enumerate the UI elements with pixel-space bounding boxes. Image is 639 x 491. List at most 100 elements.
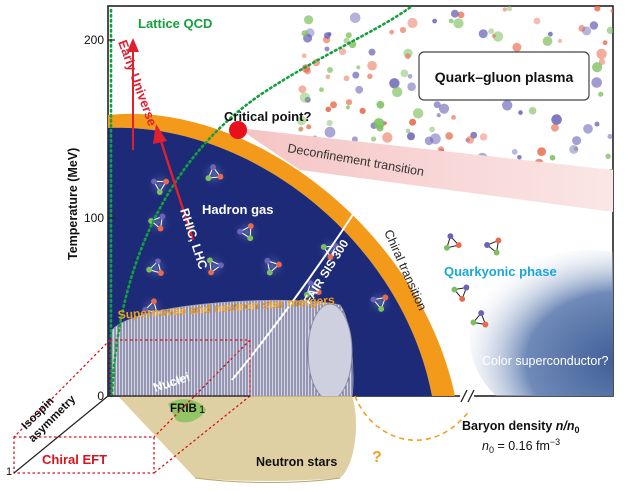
neutron-stars-label: Neutron stars <box>256 455 337 469</box>
neutron-star-dashed-curve <box>354 395 471 441</box>
critical-point-label: Critical point? <box>224 109 311 124</box>
quark-dot <box>345 99 353 106</box>
quark-dot <box>343 37 350 44</box>
quark-dot <box>407 17 418 29</box>
quark-dot <box>578 25 586 32</box>
left-axis-one: 1 <box>6 466 12 478</box>
y-tick-200: 200 <box>84 33 104 47</box>
quark-dot <box>589 21 599 30</box>
color-superconductor-label: Color superconductor? <box>482 354 609 368</box>
quark-dot <box>355 85 364 94</box>
hadron-triangle <box>146 258 164 276</box>
quark-dot <box>382 132 393 143</box>
quark-dot <box>376 100 385 109</box>
hadron-triangle <box>237 223 254 242</box>
quark-dot <box>572 136 582 146</box>
quark-dot <box>488 28 495 35</box>
nuclei-cylinder-end <box>307 303 353 396</box>
x-axis-label-prefix: Baryon density <box>462 419 556 433</box>
lattice-qcd-label: Lattice QCD <box>138 16 212 31</box>
quark-dot <box>306 124 312 130</box>
quark-dot <box>502 7 507 12</box>
density-ref-sub: 0 <box>489 445 494 455</box>
y-axis-ticks <box>108 39 115 219</box>
quark-dot <box>399 26 407 34</box>
hadron-glow <box>297 275 327 305</box>
quark-dot <box>582 26 592 36</box>
quark-dot <box>548 31 553 37</box>
quark-dot <box>392 86 403 98</box>
quark-dot <box>607 134 613 139</box>
quark-dot <box>305 28 315 38</box>
early-universe-arrow <box>127 38 139 150</box>
neutron-star-question: ? <box>372 449 382 466</box>
quark-dot <box>400 69 409 78</box>
hadron-glow <box>257 251 287 281</box>
quark-dot <box>407 74 413 79</box>
quarkyonic-label: Quarkyonic phase <box>444 264 557 279</box>
quark-dot <box>430 133 441 145</box>
density-ref-prefix: n <box>482 439 489 453</box>
quark-dot <box>512 42 522 52</box>
quark-dot <box>404 53 411 60</box>
rhic-lhc-arrow <box>153 124 195 241</box>
frib-region <box>168 399 206 423</box>
quark-dot <box>343 75 350 82</box>
quark-dot <box>433 101 441 109</box>
quark-dot <box>412 108 424 119</box>
hadron-glow <box>365 287 395 317</box>
isospin-label: Isospin asymmetry <box>20 393 79 445</box>
quark-dot <box>438 103 450 114</box>
quark-dot <box>304 96 311 103</box>
quark-dot <box>492 31 504 42</box>
quark-gluon-plasma-label: Quark–gluon plasma <box>435 69 574 85</box>
critical-point-marker <box>229 121 247 139</box>
quark-dot <box>537 147 546 157</box>
quark-dot <box>325 74 331 80</box>
x-tick-one: 1 <box>199 404 205 416</box>
density-ref-value: = 0.16 fm <box>494 439 550 453</box>
quarkyonic-triangles <box>443 233 502 328</box>
hadron-glow <box>199 251 229 281</box>
lattice-qcd-line <box>110 6 414 396</box>
chiral-transition-band <box>108 113 455 396</box>
quark-dot <box>324 46 330 52</box>
quark-dot <box>466 136 474 144</box>
quark-dot <box>451 115 456 120</box>
hadron-triangle <box>151 178 170 195</box>
quark-dot <box>351 136 358 143</box>
quark-dot <box>352 71 360 79</box>
quark-dot <box>298 126 304 132</box>
quark-dot <box>405 128 411 134</box>
x-axis-label-sub: 0 <box>575 425 580 435</box>
quark-dot <box>502 100 513 111</box>
quark-dot <box>345 32 352 39</box>
frib-label: FRIB <box>170 403 197 415</box>
y-axis-label: Temperature (MeV) <box>66 148 80 260</box>
quark-dot <box>610 8 613 13</box>
quark-dot <box>359 107 366 114</box>
quark-dot <box>528 107 537 115</box>
quark-dot <box>325 106 332 113</box>
quark-dot <box>389 78 400 89</box>
chiral-eft-label: Chiral EFT <box>42 452 107 467</box>
quark-dot <box>389 29 395 35</box>
y-tick-100: 100 <box>84 211 104 225</box>
quark-dot <box>479 133 488 141</box>
quark-dot <box>448 18 454 24</box>
quark-dot <box>602 40 608 46</box>
quark-dot <box>594 6 601 12</box>
quark-dot <box>373 118 385 130</box>
hadron-triangle <box>205 164 224 182</box>
neutron-star-edge <box>194 477 341 483</box>
quark-dot <box>583 124 593 134</box>
quark-dot <box>591 77 602 88</box>
y-tick-0: 0 <box>97 389 104 403</box>
hadron-triangle <box>484 237 502 256</box>
quark-dot <box>304 15 314 25</box>
color-superconductor-region <box>470 250 613 396</box>
quark-dot <box>551 123 559 132</box>
quark-dot <box>368 48 376 56</box>
quark-dot <box>569 144 579 154</box>
quark-dot <box>605 153 611 159</box>
